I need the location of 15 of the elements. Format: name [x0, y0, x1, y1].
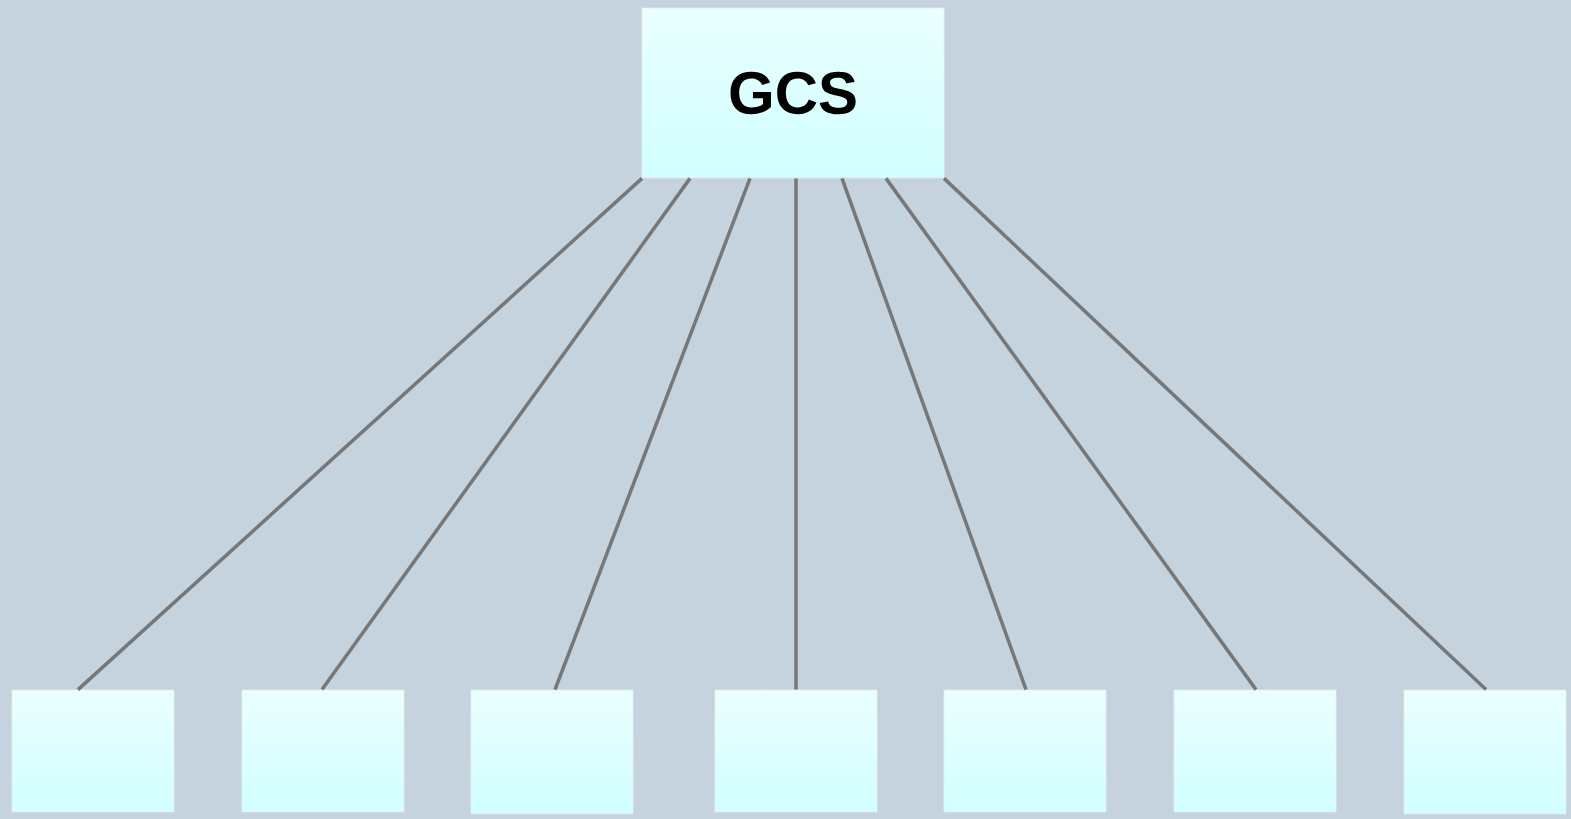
empty-box: [714, 689, 878, 813]
empty-box: [1403, 689, 1567, 815]
connector-line: [884, 177, 1258, 691]
connector-line: [76, 177, 644, 691]
process-box: GCS: [641, 7, 945, 179]
connector-line: [553, 177, 752, 691]
connector-line: [840, 177, 1028, 691]
connector-line: [942, 177, 1488, 691]
connector-line: [794, 178, 798, 690]
empty-box: [241, 689, 405, 813]
empty-box: [470, 689, 634, 815]
empty-box: [1173, 689, 1337, 813]
empty-box: [11, 689, 175, 813]
connector-line: [320, 177, 692, 691]
empty-box: [943, 689, 1107, 813]
